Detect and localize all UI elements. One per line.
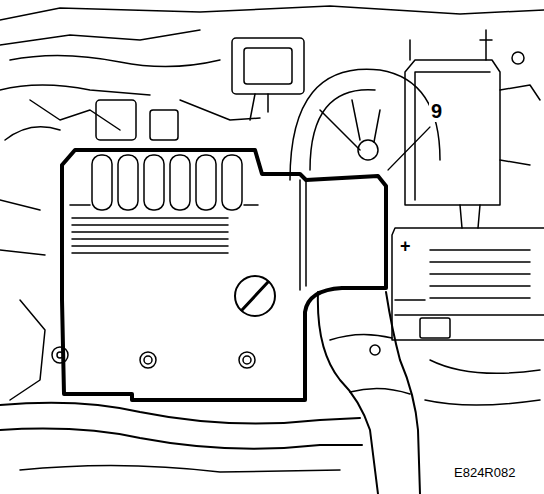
battery-terminal-sign: + — [398, 236, 413, 256]
callout-number: 9 — [429, 100, 444, 122]
figure-code: E824R082 — [452, 465, 517, 480]
